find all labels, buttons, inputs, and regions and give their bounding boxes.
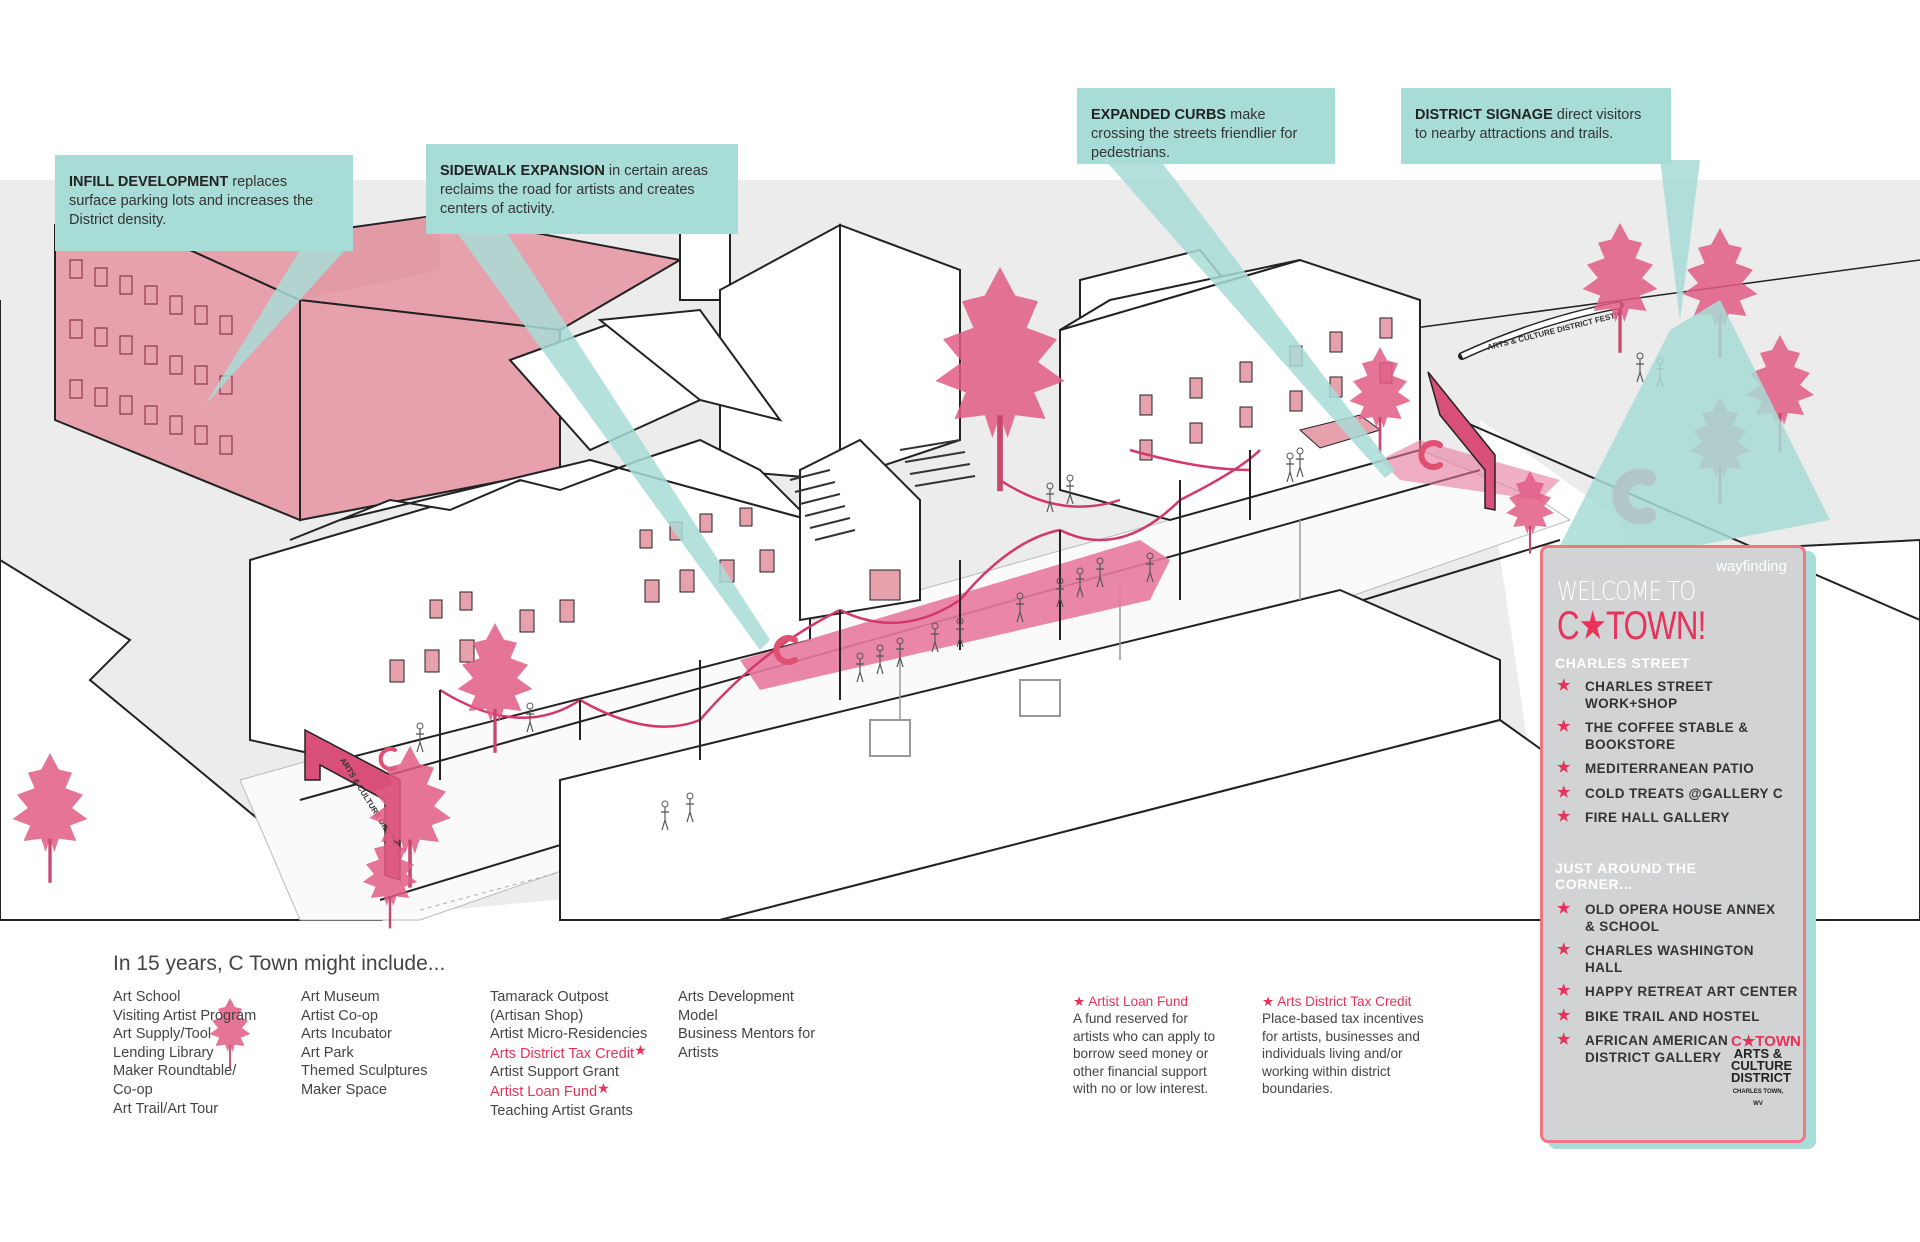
plan-item: Art Park [301, 1044, 354, 1061]
sign-destination-item: ★BIKE TRAIL AND HOSTEL [1557, 1006, 1760, 1024]
callout-sidewalk-expansion: SIDEWALK EXPANSION in certain areas recl… [426, 144, 738, 234]
star-icon: ★ [1557, 677, 1571, 694]
star-icon: ★ [1557, 783, 1571, 801]
plan-item: Art School [113, 989, 181, 1005]
star-icon: ★ [1557, 900, 1571, 917]
sign-destination-item: ★HAPPY RETREAT ART CENTER [1557, 982, 1798, 999]
star-icon: ★ [1557, 1031, 1571, 1048]
plan-item: Model [678, 1007, 718, 1024]
ctown-logo: C★TOWN ARTS & CULTURE DISTRICT CHARLES T… [1731, 1033, 1801, 1107]
callout-pointers [205, 160, 1830, 650]
sign-destination-item: ★COLD TREATS @GALLERY C [1557, 783, 1783, 801]
star-icon: ★ [1557, 941, 1571, 958]
star-icon: ★ [1557, 759, 1571, 776]
storefront-row [249, 308, 921, 762]
plan-item: Maker Space [301, 1081, 387, 1098]
star-icon: ★ [1557, 1006, 1571, 1024]
star-icon: ★ [597, 1079, 610, 1096]
plan-item: Art Supply/Tool [113, 1026, 212, 1043]
plan-item: Arts Incubator [301, 1026, 392, 1043]
callout-district-signage: DISTRICT SIGNAGE direct visitors to near… [1401, 88, 1671, 164]
plan-item: Lending Library [113, 1044, 214, 1061]
plan-item: Business Mentors for [678, 1026, 816, 1043]
sign-destination-item: ★OLD OPERA HOUSE ANNEX& SCHOOL [1557, 900, 1776, 934]
fund-artist-loan: ★ Artist Loan Fund A fund reserved for a… [1073, 994, 1216, 1097]
plan-item: Art Trail/Art Tour [113, 1100, 219, 1117]
plan-item-tax-credit: Arts District Tax Credit★ [490, 1041, 647, 1062]
plan-item: Co-op [113, 1081, 153, 1098]
sign-ctown-title: C★TOWN! [1557, 604, 1706, 648]
plan-item: Artists [678, 1044, 719, 1061]
festival-bunting [439, 448, 1261, 728]
wayfinding-sign: wayfinding WELCOME TO C★TOWN! CHARLES ST… [1540, 545, 1818, 1151]
plan-column-3: Tamarack Outpost (Artisan Shop) Artist M… [490, 988, 647, 1120]
plan-item: Art Museum [301, 989, 380, 1005]
front-buildings [559, 520, 1641, 921]
plan-item: (Artisan Shop) [490, 1007, 584, 1024]
sign-destination-item: ★MEDITERRANEAN PATIO [1557, 759, 1755, 776]
star-icon: ★ [1557, 982, 1571, 999]
sidewalk-plaza [740, 440, 1560, 690]
sign-tag: wayfinding [1716, 558, 1787, 575]
sign-welcome: WELCOME TO [1557, 577, 1696, 607]
plan-item-loan-fund: Artist Loan Fund★ [490, 1079, 610, 1100]
plan-title: In 15 years, C Town might include... [113, 952, 446, 975]
star-icon: ★ [634, 1041, 647, 1058]
sign-destination-item: ★FIRE HALL GALLERY [1557, 808, 1730, 825]
plan-item: Teaching Artist Grants [490, 1102, 633, 1119]
callout-expanded-curbs: EXPANDED CURBS make crossing the streets… [1077, 88, 1335, 164]
star-icon: ★ [1557, 808, 1571, 825]
plan-item: Visiting Artist Program [113, 1007, 257, 1024]
fund-tax-credit: ★ Arts District Tax Credit Place-based t… [1262, 994, 1424, 1097]
star-icon: ★ [1557, 718, 1571, 735]
plan-item: Themed Sculptures [301, 1063, 428, 1080]
callout-infill-development: INFILL DEVELOPMENT replaces surface park… [55, 155, 353, 251]
sign-destination-item: ★THE COFFEE STABLE &BOOKSTORE [1557, 718, 1749, 752]
plan-item: Artist Micro-Residencies [490, 1026, 648, 1043]
plan-item: Arts Development [678, 989, 794, 1005]
sign-panel: wayfinding WELCOME TO C★TOWN! CHARLES ST… [1540, 545, 1806, 1143]
plan-item: Maker Roundtable/ [113, 1063, 237, 1080]
sign-section-charles-street: CHARLES STREET [1555, 655, 1691, 671]
plan-item: Tamarack Outpost [490, 989, 609, 1005]
plan-item: Artist Co-op [301, 1007, 379, 1024]
pergola [789, 439, 976, 541]
plan-item: Artist Support Grant [490, 1064, 619, 1081]
